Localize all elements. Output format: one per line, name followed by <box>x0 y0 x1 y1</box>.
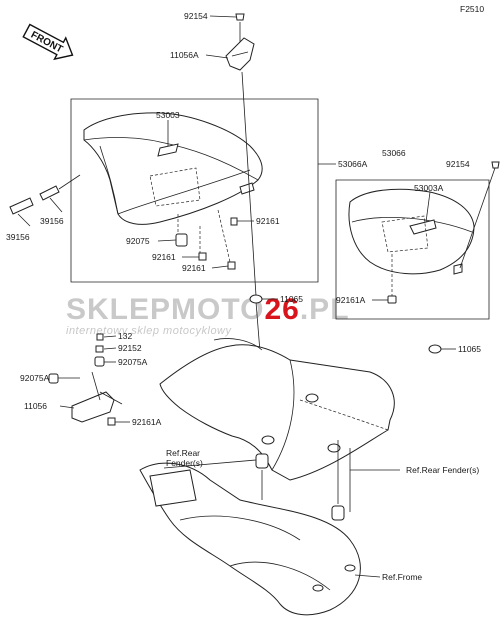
label-ref-rear-fender-2: Fender(s) <box>166 458 203 468</box>
label-ref-rear-fender-1: Ref.Rear <box>166 448 200 458</box>
label-92075A-a: 92075A <box>118 357 148 367</box>
label-11065-b: 11065 <box>458 344 481 354</box>
label-ref-frame: Ref.Frome <box>382 572 422 582</box>
bracket-11056[interactable] <box>71 371 123 423</box>
rear-seat-group-box <box>335 179 490 320</box>
front-arrow-icon: FRONT <box>22 23 74 61</box>
label-92161-c: 92161 <box>182 263 206 273</box>
label-92075A-b: 92075A <box>20 373 50 383</box>
label-92152: 92152 <box>118 343 142 353</box>
label-92161-a: 92161 <box>256 216 280 226</box>
grommet-11065-a[interactable] <box>249 294 263 304</box>
label-53066: 53066 <box>382 148 406 158</box>
label-53066A: 53066A <box>338 159 368 169</box>
damper-92075A-a[interactable] <box>94 356 105 367</box>
strap-39156[interactable] <box>9 174 81 215</box>
damper-92075A-b[interactable] <box>48 373 59 384</box>
nut-92161-c[interactable] <box>227 261 236 270</box>
watermark: SKLEPMOTO26.PL internetowy sklep motocyk… <box>66 293 350 337</box>
diagram-code: F2510 <box>460 4 484 14</box>
watermark-brand: SKLEPMOTO26.PL <box>66 293 350 326</box>
label-92154-top: 92154 <box>184 11 208 21</box>
label-53003: 53003 <box>156 110 180 120</box>
label-92154-right: 92154 <box>446 159 470 169</box>
nut-92161-b[interactable] <box>198 252 207 261</box>
label-39156-a: 39156 <box>40 216 64 226</box>
label-11056: 11056 <box>24 401 47 411</box>
bolt-132[interactable] <box>96 333 104 341</box>
label-11056A: 11056A <box>170 50 199 60</box>
label-ref-rear-fender-right: Ref.Rear Fender(s) <box>406 465 479 475</box>
grommet-11065-b[interactable] <box>428 344 442 354</box>
seat-bracket-53003[interactable] <box>157 143 179 157</box>
label-92161A-b: 92161A <box>132 417 162 427</box>
rear-fender <box>159 338 395 481</box>
front-seat-53066A[interactable] <box>83 112 263 225</box>
bracket-11056A[interactable] <box>225 37 255 71</box>
front-seat-group-box <box>70 98 319 283</box>
rear-seat-53066[interactable] <box>348 188 475 275</box>
label-11065-a: 11065 <box>280 294 303 304</box>
nut-92161A-b[interactable] <box>107 417 116 426</box>
nut-92161-a[interactable] <box>230 217 238 226</box>
label-92161A-a: 92161A <box>336 295 366 305</box>
watermark-tagline: internetowy sklep motocyklowy <box>66 325 233 337</box>
label-132: 132 <box>118 331 132 341</box>
damper-92075[interactable] <box>175 233 188 247</box>
label-53003A: 53003A <box>414 183 444 193</box>
damper-left[interactable] <box>255 453 269 469</box>
rear-frame <box>139 462 381 616</box>
bolt-92154-right[interactable] <box>491 161 500 169</box>
label-39156-b: 39156 <box>6 232 30 242</box>
nut-92161A-a[interactable] <box>387 295 397 304</box>
label-92075: 92075 <box>126 236 150 246</box>
damper-right[interactable] <box>331 505 345 521</box>
bolt-92154-top[interactable] <box>235 13 245 21</box>
bolt-92152[interactable] <box>95 345 104 353</box>
label-92161-b: 92161 <box>152 252 176 262</box>
